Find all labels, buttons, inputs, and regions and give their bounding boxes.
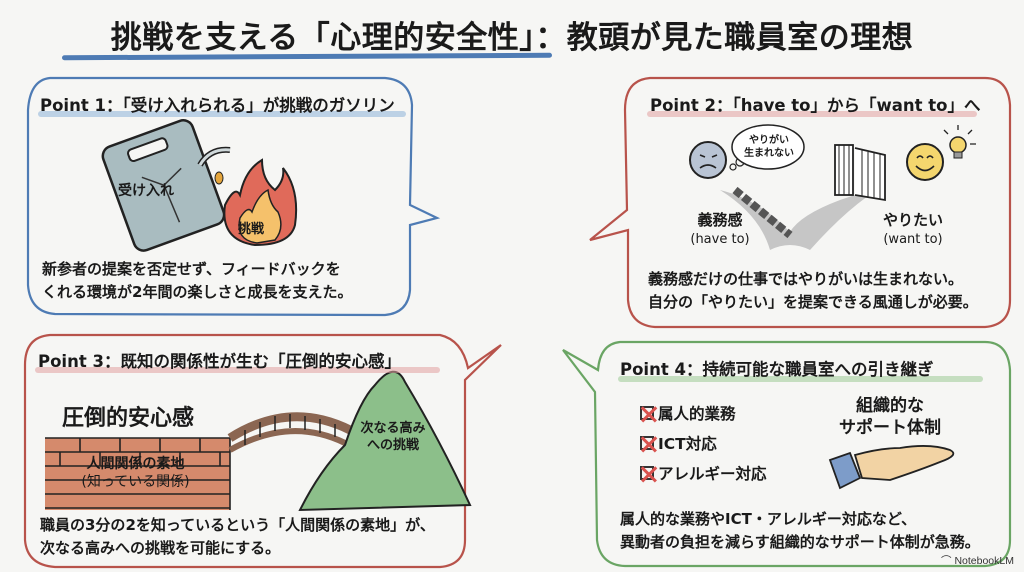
- fuel-can-label: 受け入れ: [118, 183, 174, 199]
- fire-label: 挑戦: [238, 222, 265, 237]
- sad-face-icon: [689, 141, 727, 179]
- happy-face-icon: [906, 143, 944, 181]
- notebooklm-brand: ⌒ NotebookLM: [941, 555, 1014, 567]
- open-hand-icon: [828, 445, 955, 490]
- heading-highlight: [618, 376, 983, 382]
- heading-highlight: [35, 367, 440, 373]
- crossed-checkbox-icon: [640, 406, 654, 420]
- bubble-point2: [589, 76, 1012, 329]
- fire-inner: [238, 188, 282, 244]
- point1-heading: Point 1：「受け入れられる」が挑戦のガソリン: [40, 96, 395, 115]
- thought-bubble: [731, 124, 805, 170]
- want-to-label: やりたい (want to): [882, 211, 943, 247]
- mountain: [298, 370, 472, 512]
- point2-heading: Point 2：「have to」から「want to」へ: [650, 96, 981, 115]
- mountain-label: 次なる高み への挑戦: [360, 421, 426, 453]
- checklist-item: アレルギー対応: [640, 462, 767, 484]
- page-title: 挑戦を支える「心理的安全性」：教頭が見た職員室の理想: [110, 20, 914, 56]
- bubble-point4: [562, 340, 1012, 568]
- fuel-spout-inner: [198, 148, 231, 166]
- lightbulb-icon: [943, 125, 976, 159]
- brick-wall: [45, 438, 230, 510]
- notebooklm-logo-icon: ⌒: [941, 555, 955, 567]
- checklist-item: ICT対応: [640, 432, 717, 454]
- road-path: [720, 185, 885, 250]
- point4-heading: Point 4：持続可能な職員室への引き継ぎ: [620, 360, 934, 379]
- wall-label: 人間関係の素地 (知っている関係): [81, 456, 190, 490]
- point2-body: 義務感だけの仕事ではやりがいは生まれない。 自分の「やりたい」を提案できる風通し…: [648, 270, 978, 311]
- point3-body: 職員の3分の2を知っているという「人間関係の素地」が、 次なる高みへの挑戦を可能…: [40, 516, 435, 557]
- point1-body: 新参者の提案を否定せず、フィードバックを くれる環境が2年間の楽しさと成長を支え…: [42, 260, 353, 301]
- have-to-label: 義務感 (have to): [690, 211, 750, 247]
- thought-text: やりがい 生まれない: [744, 135, 794, 159]
- heading-highlight: [647, 111, 977, 117]
- crossed-checkbox-icon: [640, 466, 654, 480]
- open-gate-icon: [834, 144, 886, 202]
- bubble-point1: [26, 76, 441, 317]
- crossed-checkbox-icon: [640, 436, 654, 450]
- fuel-can-illustration: [101, 119, 226, 252]
- checklist-item: 属人的業務: [640, 402, 736, 424]
- chain-icon: [732, 186, 793, 239]
- point3-heading: Point 3：既知の関係性が生む「圧倒的安心感」: [38, 352, 401, 371]
- heading-highlight: [38, 111, 406, 117]
- support-label: 組織的な サポート体制: [839, 396, 941, 438]
- point4-body: 属人的な業務やICT・アレルギー対応など、 異動者の負担を減らす組織的なサポート…: [620, 510, 980, 551]
- bubble-point3: [23, 333, 502, 569]
- big-label: 圧倒的安心感: [62, 406, 195, 431]
- brick-lines: [45, 437, 231, 510]
- fuel-drop: [214, 171, 224, 185]
